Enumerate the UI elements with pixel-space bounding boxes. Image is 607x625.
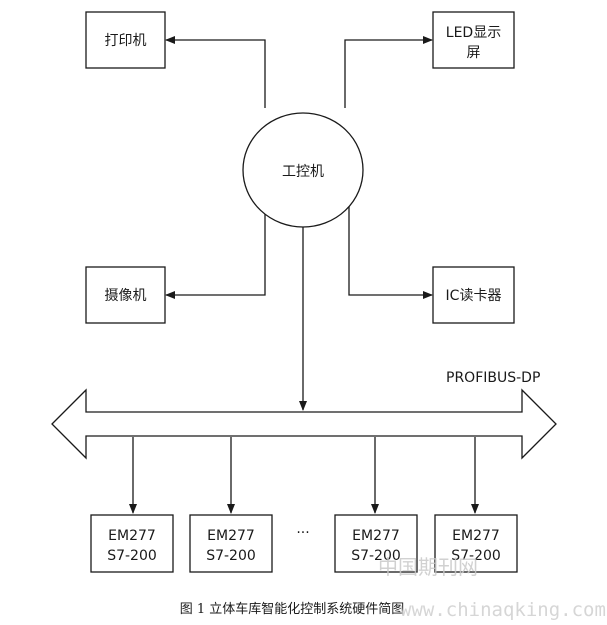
led-display-node: LED显示 屏: [432, 11, 515, 69]
module-4: EM277 S7-200: [434, 514, 518, 573]
profibus-bus-arrow: [51, 388, 557, 460]
arrow-to-led-display: [344, 36, 433, 108]
bus-label: PROFIBUS-DP: [446, 370, 540, 386]
led-display-label-line1: LED显示: [446, 25, 501, 41]
connectors: [129, 36, 479, 514]
computer-node: 工控机: [242, 112, 364, 228]
module-2: EM277 S7-200: [189, 514, 273, 573]
module-1: EM277 S7-200: [90, 514, 174, 573]
arrow-to-printer: [165, 36, 266, 108]
modules-ellipsis: ···: [296, 525, 309, 541]
printer-node: 打印机: [85, 11, 166, 69]
camera-label: 摄像机: [105, 288, 147, 304]
printer-label: 打印机: [105, 32, 147, 49]
computer-label: 工控机: [282, 164, 324, 180]
arrow-to-ic-reader: [348, 206, 433, 299]
figure-caption: 图 1 立体车库智能化控制系统硬件简图: [180, 601, 405, 617]
module-1-line1: EM277: [108, 528, 156, 544]
module-2-line2: S7-200: [206, 548, 256, 564]
module-4-line1: EM277: [452, 528, 500, 544]
arrow-to-camera: [165, 206, 266, 299]
ic-reader-label: IC读卡器: [446, 287, 502, 304]
module-3-line2: S7-200: [351, 548, 401, 564]
ic-reader-node: IC读卡器: [432, 266, 515, 324]
watermark-site-name: 中国期刊网: [378, 555, 478, 579]
module-3: EM277 S7-200: [334, 514, 418, 573]
camera-node: 摄像机: [85, 266, 166, 324]
module-2-line1: EM277: [207, 528, 255, 544]
module-4-line2: S7-200: [451, 548, 501, 564]
watermark-url: www.chinaqking.com: [400, 599, 606, 621]
module-3-line1: EM277: [352, 528, 400, 544]
module-1-line2: S7-200: [107, 548, 157, 564]
led-display-label-line2: 屏: [467, 45, 481, 61]
